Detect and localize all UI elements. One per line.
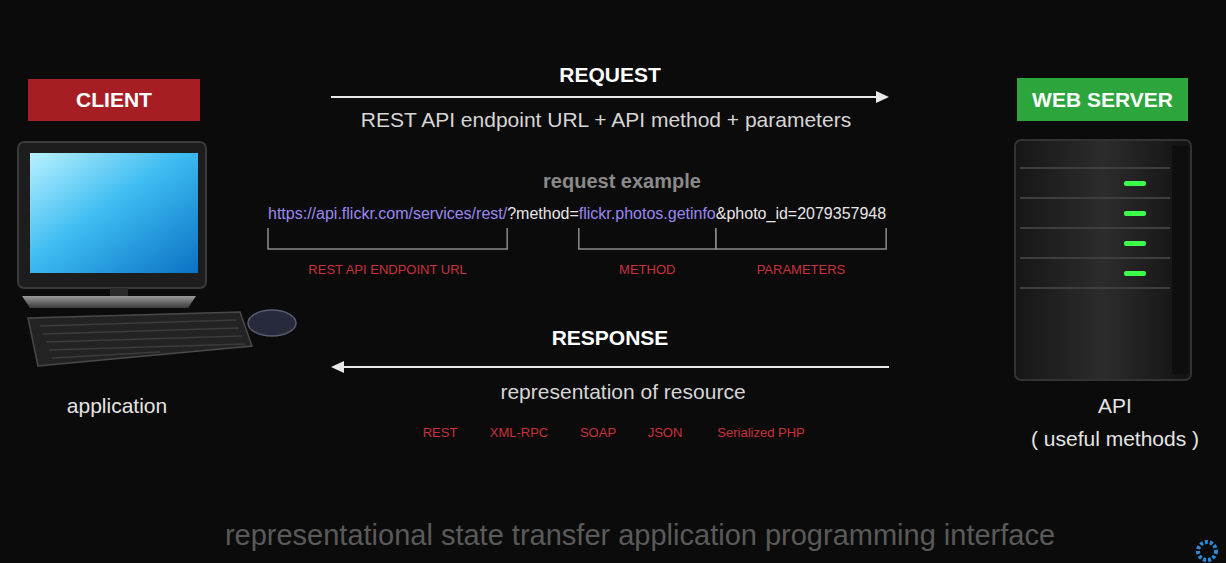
server-side bbox=[1172, 146, 1188, 374]
connector-line bbox=[331, 96, 878, 98]
arrowhead bbox=[331, 361, 344, 373]
edge-label: RESPONSE bbox=[548, 325, 673, 350]
request-url: https://api.flickr.com/services/rest/?me… bbox=[268, 205, 886, 223]
format-name: XML-RPC bbox=[490, 425, 549, 441]
bracket bbox=[579, 228, 716, 249]
server-led bbox=[1124, 181, 1146, 186]
edge-label: REQUEST bbox=[555, 62, 665, 87]
url-part: ?method= bbox=[507, 205, 579, 223]
badge-label: CLIENT bbox=[76, 88, 152, 112]
keyboard bbox=[28, 312, 252, 366]
computer-illustration bbox=[18, 142, 296, 366]
request-description: REST API endpoint URL + API method + par… bbox=[361, 107, 851, 132]
format-name: SOAP bbox=[580, 425, 616, 441]
server-slats bbox=[1020, 168, 1170, 288]
url-part: &photo_id=2079357948 bbox=[716, 205, 886, 223]
node-group: CLIENT application bbox=[15, 70, 325, 430]
badge-label: WEB SERVER bbox=[1032, 88, 1173, 112]
node-group: WEB SERVER API ( useful methods ) bbox=[895, 70, 1215, 455]
example-heading: request example bbox=[543, 169, 701, 193]
bracket bbox=[268, 228, 507, 249]
response-arrow bbox=[331, 361, 889, 373]
monitor-frame bbox=[18, 142, 206, 288]
gear-icon bbox=[1198, 542, 1216, 560]
server-led bbox=[1124, 211, 1146, 216]
node-caption: API bbox=[1098, 393, 1132, 418]
connector-line bbox=[342, 366, 889, 368]
server-led bbox=[1124, 271, 1146, 276]
node-caption: application bbox=[67, 393, 167, 418]
caption: representational state transfer applicat… bbox=[225, 518, 1055, 553]
bracket-label: PARAMETERS bbox=[757, 262, 846, 278]
node-caption: ( useful methods ) bbox=[1031, 426, 1199, 451]
server-led bbox=[1124, 241, 1146, 246]
bracket bbox=[716, 228, 886, 249]
url-part: flickr.photos.getinfo bbox=[579, 205, 716, 223]
arrowhead bbox=[876, 91, 889, 103]
format-name: REST bbox=[423, 425, 458, 441]
client-badge: CLIENT bbox=[28, 79, 200, 121]
bracket-label: METHOD bbox=[619, 262, 675, 278]
monitor-base bbox=[22, 296, 196, 308]
format-name: Serialized PHP bbox=[717, 425, 804, 441]
mouse bbox=[248, 310, 296, 336]
keyboard-keys bbox=[40, 320, 245, 358]
bracket-label: REST API ENDPOINT URL bbox=[308, 262, 466, 278]
server-body bbox=[1015, 140, 1191, 380]
format-name: JSON bbox=[648, 425, 683, 441]
url-part: https://api.flickr.com/services/rest/ bbox=[268, 205, 507, 223]
server-illustration bbox=[1015, 140, 1191, 380]
request-arrow bbox=[331, 91, 889, 103]
response-description: representation of resource bbox=[500, 379, 745, 404]
server-badge: WEB SERVER bbox=[1017, 78, 1188, 121]
monitor-screen bbox=[30, 153, 198, 273]
